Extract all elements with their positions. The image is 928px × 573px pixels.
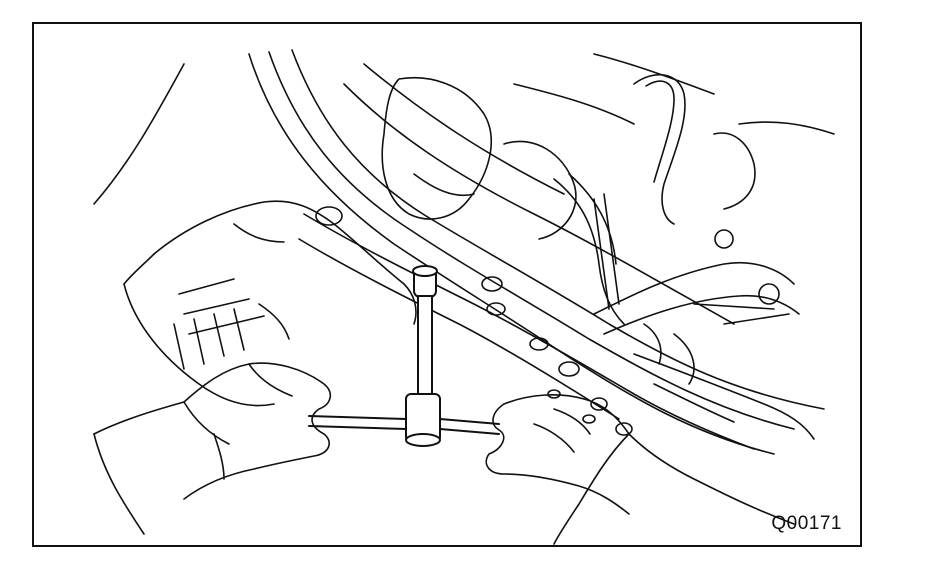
figure-code-label: Q00171 xyxy=(771,513,842,534)
right-hand-icon xyxy=(486,395,794,544)
oil-pan xyxy=(124,201,416,405)
t-handle-socket-wrench-icon xyxy=(309,266,499,446)
figure-frame: Q00171 xyxy=(32,22,862,547)
suspension-arm xyxy=(594,230,814,439)
vehicle-body-lines xyxy=(94,50,834,454)
undercarriage-illustration xyxy=(34,24,860,545)
upper-components xyxy=(382,75,755,324)
left-hand-icon xyxy=(94,363,330,534)
crossmember xyxy=(299,207,754,449)
